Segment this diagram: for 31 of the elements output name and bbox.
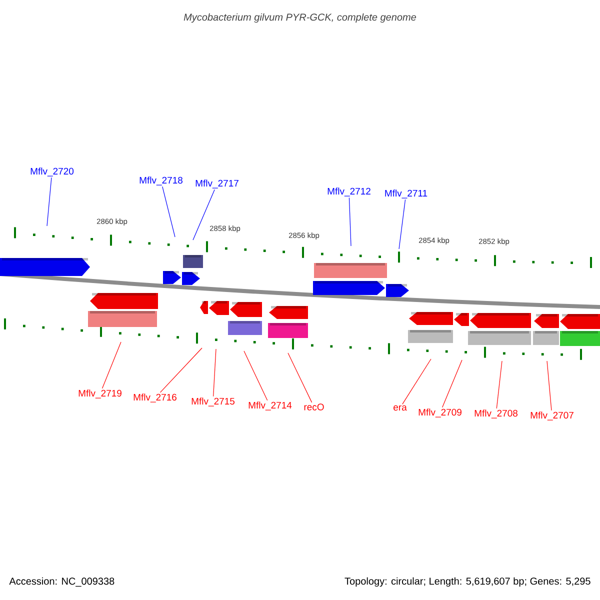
- gene-label: Mflv_2715: [192, 398, 235, 406]
- leader-line: [402, 358, 432, 404]
- title: Mycobacterium gilvum PYR-GCK, complete genome: [184, 13, 416, 23]
- gene-label: Mflv_2720: [30, 168, 74, 176]
- gene-label: Mflv_2714: [248, 402, 292, 410]
- leader-line: [102, 342, 122, 389]
- gene-label: Mflv_2707: [530, 412, 574, 420]
- leader-line: [160, 348, 202, 393]
- leader-line: [398, 199, 406, 250]
- leader-line: [213, 348, 216, 397]
- gene-label: era: [394, 405, 407, 411]
- gene-label: Mflv_2718: [140, 176, 182, 186]
- leader-line: [348, 197, 352, 246]
- leader-line: [288, 352, 312, 403]
- gene-label: Mflv_2708: [474, 410, 518, 418]
- leader-line: [546, 360, 552, 411]
- leader-line: [496, 360, 502, 409]
- gene-label: Mflv_2717: [196, 180, 238, 188]
- footer-text: Topology: circular; Length: 5,619,607 bp; Genes: 5,295: [344, 577, 590, 587]
- footer-text: Accession: NC_009338: [9, 577, 114, 587]
- gene-label: Mflv_2712: [328, 188, 370, 196]
- gene-label: Mflv_2716: [134, 394, 176, 402]
- leader-line: [192, 189, 215, 240]
- leader-line: [244, 350, 268, 401]
- gene-label: Mflv_2709: [418, 408, 462, 418]
- gene-label: Mflv_2711: [385, 190, 428, 198]
- gene-label: recO: [304, 404, 324, 410]
- leader-line: [46, 177, 52, 226]
- gene-label: Mflv_2719: [78, 390, 122, 398]
- leader-line: [162, 186, 176, 238]
- leader-line: [442, 360, 462, 408]
